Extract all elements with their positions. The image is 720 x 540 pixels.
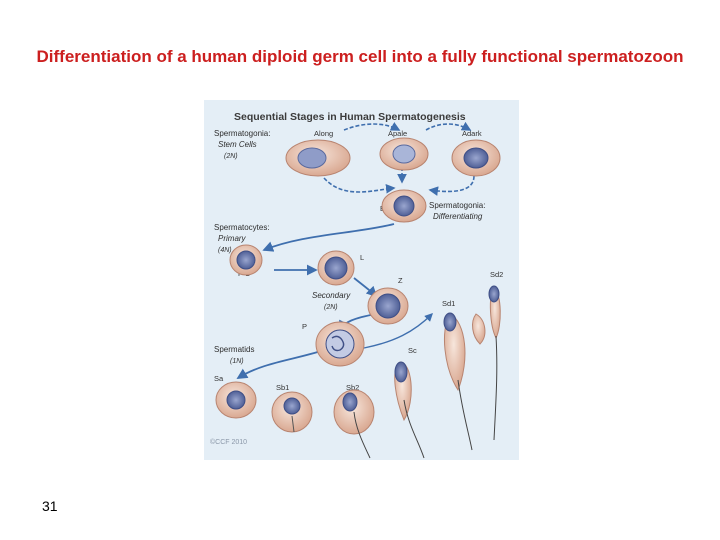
cell-b (381, 189, 427, 223)
arrow-along-to-apale (343, 122, 401, 131)
stage-label-stem-cells: Stem Cells (218, 140, 257, 149)
cell-adark (451, 139, 501, 177)
arrow-secondary-to-sd (363, 313, 433, 349)
arrow-along-to-b (323, 177, 396, 194)
cell-sd1-b (472, 313, 486, 345)
stage-label-primary-ploidy: (4N) (218, 247, 232, 254)
cell-l (317, 250, 355, 286)
cell-sb1 (271, 391, 313, 433)
stage-label-stem-ploidy: (2N) (224, 153, 238, 160)
stage-label-secondary-ploidy: (2N) (324, 304, 338, 311)
cell-label-along: Along (314, 129, 333, 138)
stage-label-spermatocytes: Spermatocytes: (214, 223, 270, 232)
cell-sd2 (488, 285, 501, 441)
cell-label-z: Z (398, 276, 403, 285)
cell-along (285, 139, 351, 177)
cell-label-sb2: Sb2 (346, 383, 359, 392)
cell-label-sd1: Sd1 (442, 299, 455, 308)
cell-label-apale: Apale (388, 129, 407, 138)
arrow-b-to-pl (262, 223, 395, 252)
cell-sc (394, 361, 425, 459)
cell-label-sa: Sa (214, 374, 224, 383)
arrow-apale-to-adark (425, 121, 472, 131)
cell-pl (229, 244, 263, 276)
cell-label-sc: Sc (408, 346, 417, 355)
spermatogenesis-figure: Sequential Stages in Human Spermatogenes… (204, 100, 519, 460)
figure-title: Sequential Stages in Human Spermatogenes… (234, 111, 466, 123)
cell-label-p: P (302, 322, 307, 331)
cell-apale (379, 137, 429, 171)
cell-label-sb1: Sb1 (276, 383, 289, 392)
cell-sd1-a (443, 312, 473, 451)
arrow-p-to-spermatids (236, 349, 325, 379)
cell-label-l: L (360, 253, 364, 262)
slide-number: 31 (42, 498, 58, 514)
cell-sb2 (333, 389, 375, 459)
stage-label-spermatogonia-diff: Spermatogonia: (429, 201, 485, 210)
stage-label-spermatids: Spermatids (214, 345, 254, 354)
slide-title: Differentiation of a human diploid germ … (36, 47, 684, 66)
cell-sa (215, 381, 257, 419)
spermatogenesis-diagram: Sequential Stages in Human Spermatogenes… (204, 100, 519, 460)
stage-label-spermatids-ploidy: (1N) (230, 358, 244, 365)
cell-label-sd2: Sd2 (490, 270, 503, 279)
cell-z (367, 287, 409, 325)
stage-label-differentiating: Differentiating (433, 212, 483, 221)
cell-p (315, 321, 365, 367)
arrow-adark-to-b (428, 175, 475, 196)
stage-label-spermatogonia-stem: Spermatogonia: (214, 129, 270, 138)
cell-label-adark: Adark (462, 129, 482, 138)
copyright-label: ©CCF 2010 (210, 438, 247, 446)
stage-label-primary: Primary (218, 234, 247, 243)
stage-label-secondary: Secondary (312, 291, 351, 300)
